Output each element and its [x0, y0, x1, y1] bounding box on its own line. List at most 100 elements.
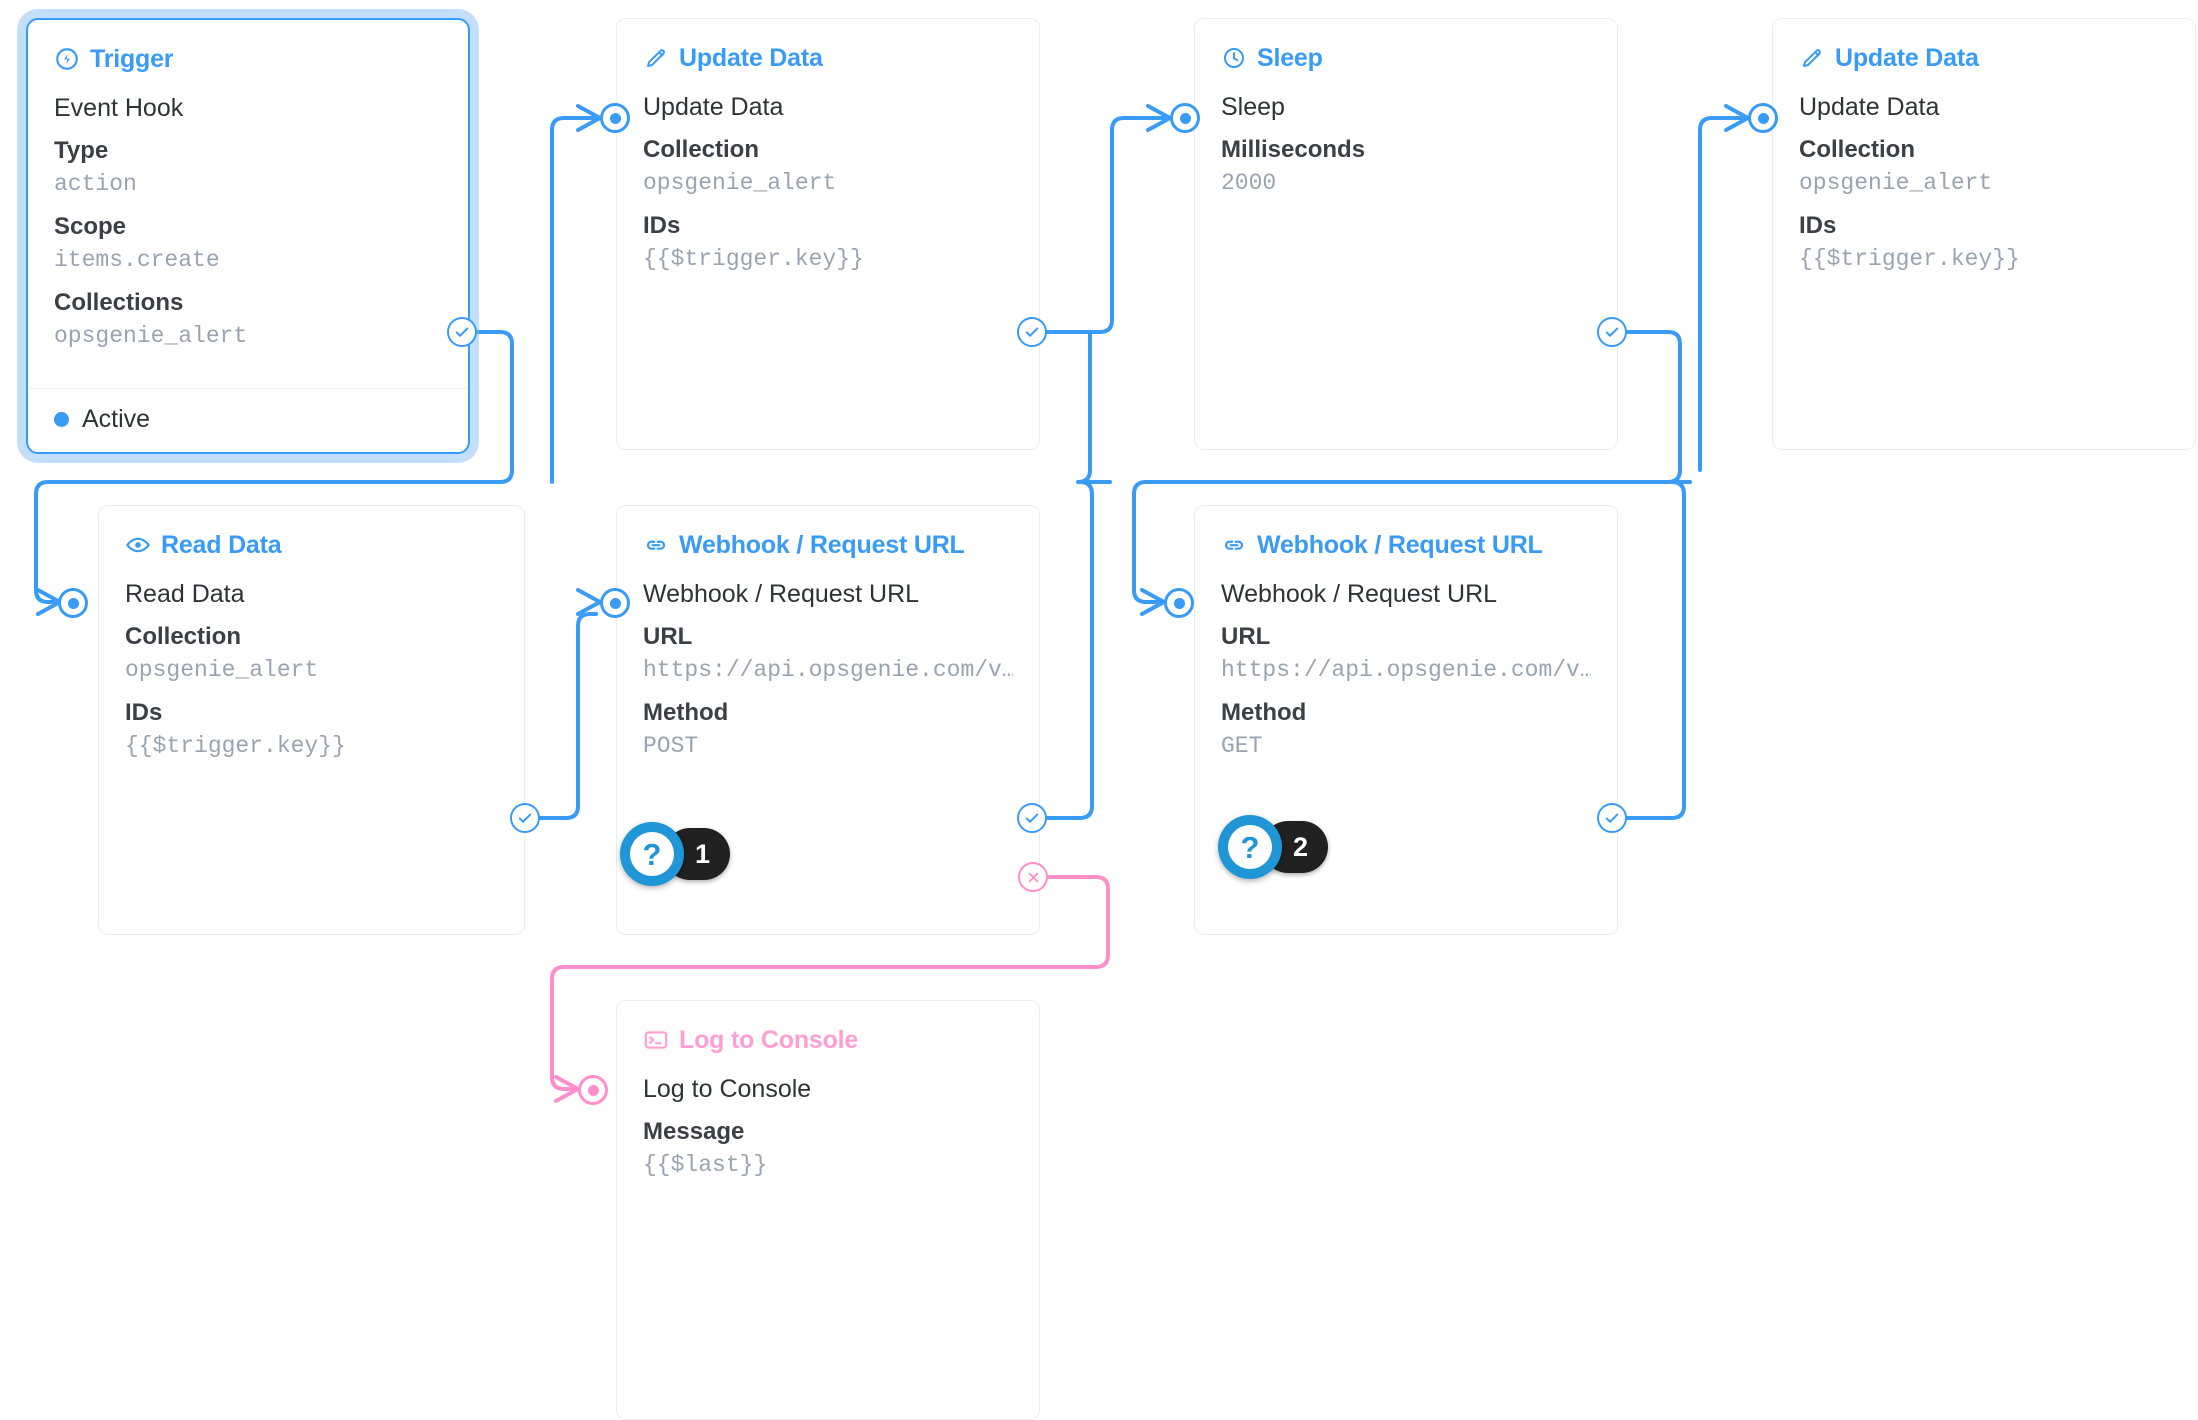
- active-dot-icon: [54, 412, 69, 427]
- resolve-handle-webhook-post[interactable]: [1017, 803, 1047, 833]
- node-update-data-2-header: Update Data: [1773, 19, 2195, 71]
- input-port-update-data-1[interactable]: [600, 103, 630, 133]
- field-url-label: URL: [643, 622, 693, 650]
- field-collections: Collections opsgenie_alert: [54, 287, 442, 352]
- node-sleep-header: Sleep: [1195, 19, 1617, 71]
- field-collection-label: Collection: [643, 135, 760, 163]
- reject-handle-webhook-post[interactable]: [1018, 862, 1048, 892]
- field-ids: IDs {{$trigger.key}}: [1799, 210, 2169, 275]
- node-update-data-1-row-title: Update Data: [643, 93, 784, 121]
- field-url-value: https://api.opsgenie.com/v…: [643, 656, 1013, 683]
- field-collection-value: opsgenie_alert: [643, 169, 837, 196]
- input-port-sleep[interactable]: [1170, 103, 1200, 133]
- field-collection-value: opsgenie_alert: [125, 656, 319, 683]
- input-port-log-to-console[interactable]: [578, 1075, 608, 1105]
- field-collections-label: Collections: [54, 289, 184, 317]
- field-type-label: Type: [54, 136, 109, 164]
- link-icon: [643, 532, 669, 558]
- node-sleep-body: Sleep Milliseconds 2000: [1195, 71, 1617, 199]
- node-webhook-post-row-title: Webhook / Request URL: [643, 580, 920, 608]
- question-mark-icon: ?: [630, 832, 674, 876]
- input-port-read-data[interactable]: [58, 588, 88, 618]
- node-webhook-get-row-title: Webhook / Request URL: [1221, 580, 1498, 608]
- node-log-to-console-title: Log to Console: [679, 1025, 859, 1054]
- node-update-data-1[interactable]: Update Data Update Data Collection opsge…: [616, 18, 1040, 450]
- cursor-badge-1-number: 1: [694, 838, 710, 869]
- resolve-handle-read-data[interactable]: [510, 803, 540, 833]
- node-sleep[interactable]: Sleep Sleep Milliseconds 2000: [1194, 18, 1618, 450]
- status-badge: Active: [28, 388, 468, 452]
- field-collection-label: Collection: [1799, 135, 1916, 163]
- link-icon: [1221, 532, 1247, 558]
- field-collection-value: opsgenie_alert: [1799, 169, 1993, 196]
- node-trigger-title: Trigger: [90, 44, 174, 73]
- eye-icon: [125, 532, 151, 558]
- field-type-value: action: [54, 170, 137, 197]
- field-type: Type action: [54, 135, 442, 200]
- field-ids-value: {{$trigger.key}}: [643, 246, 864, 273]
- node-read-data-title: Read Data: [161, 530, 282, 559]
- node-update-data-2-title: Update Data: [1835, 43, 1979, 72]
- node-webhook-post-header: Webhook / Request URL: [617, 506, 1039, 558]
- node-log-to-console[interactable]: Log to Console Log to Console Message {{…: [616, 1000, 1040, 1420]
- field-milliseconds: Milliseconds 2000: [1221, 134, 1591, 199]
- field-collection-label: Collection: [125, 622, 242, 650]
- field-message-label: Message: [643, 1117, 745, 1145]
- node-log-to-console-body: Log to Console Message {{$last}}: [617, 1053, 1039, 1181]
- field-milliseconds-value: 2000: [1221, 169, 1277, 196]
- field-method: Method GET: [1221, 697, 1591, 762]
- field-ids-label: IDs: [643, 211, 681, 239]
- node-webhook-get-body: Webhook / Request URL URL https://api.op…: [1195, 558, 1617, 762]
- node-log-to-console-row-title: Log to Console: [643, 1075, 812, 1103]
- field-scope: Scope items.create: [54, 211, 442, 276]
- input-port-webhook-get[interactable]: [1164, 588, 1194, 618]
- field-url: URL https://api.opsgenie.com/v…: [643, 621, 1013, 686]
- resolve-handle-trigger[interactable]: [447, 317, 477, 347]
- clock-icon: [1221, 45, 1247, 71]
- field-collections-value: opsgenie_alert: [54, 323, 248, 350]
- node-trigger-header: Trigger: [28, 20, 468, 72]
- field-ids-value: {{$trigger.key}}: [125, 733, 346, 760]
- node-trigger[interactable]: Trigger Event Hook Type action Scope ite…: [26, 18, 470, 454]
- cursor-badge-1-ring: ?: [620, 822, 684, 886]
- field-method-value: GET: [1221, 733, 1263, 760]
- node-trigger-body: Event Hook Type action Scope items.creat…: [28, 72, 468, 352]
- node-read-data[interactable]: Read Data Read Data Collection opsgenie_…: [98, 505, 525, 935]
- field-collection: Collection opsgenie_alert: [125, 621, 498, 686]
- cursor-badge-2-ring: ?: [1218, 815, 1282, 879]
- node-webhook-post-body: Webhook / Request URL URL https://api.op…: [617, 558, 1039, 762]
- field-ids-label: IDs: [125, 698, 163, 726]
- node-webhook-get-title: Webhook / Request URL: [1257, 530, 1543, 559]
- node-webhook-post-title: Webhook / Request URL: [679, 530, 965, 559]
- resolve-handle-sleep[interactable]: [1597, 317, 1627, 347]
- node-webhook-get-header: Webhook / Request URL: [1195, 506, 1617, 558]
- input-port-update-data-2[interactable]: [1748, 103, 1778, 133]
- field-message-value: {{$last}}: [643, 1151, 768, 1178]
- field-ids: IDs {{$trigger.key}}: [643, 210, 1013, 275]
- node-update-data-2-row-title: Update Data: [1799, 93, 1940, 121]
- node-update-data-1-body: Update Data Collection opsgenie_alert ID…: [617, 71, 1039, 275]
- terminal-icon: [643, 1027, 669, 1053]
- pencil-icon: [1799, 45, 1825, 71]
- pencil-icon: [643, 45, 669, 71]
- node-update-data-1-header: Update Data: [617, 19, 1039, 71]
- field-message: Message {{$last}}: [643, 1116, 1013, 1181]
- resolve-handle-update-data-1[interactable]: [1017, 317, 1047, 347]
- field-method-value: POST: [643, 733, 699, 760]
- node-log-to-console-header: Log to Console: [617, 1001, 1039, 1053]
- field-method: Method POST: [643, 697, 1013, 762]
- field-method-label: Method: [1221, 698, 1307, 726]
- node-update-data-2[interactable]: Update Data Update Data Collection opsge…: [1772, 18, 2196, 450]
- field-ids-label: IDs: [1799, 211, 1837, 239]
- field-url-value: https://api.opsgenie.com/v…: [1221, 656, 1591, 683]
- bolt-circle-icon: [54, 46, 80, 72]
- input-port-webhook-post[interactable]: [600, 588, 630, 618]
- field-url-label: URL: [1221, 622, 1271, 650]
- field-ids: IDs {{$trigger.key}}: [125, 697, 498, 762]
- resolve-handle-webhook-get[interactable]: [1597, 803, 1627, 833]
- status-label: Active: [82, 405, 151, 433]
- field-url: URL https://api.opsgenie.com/v…: [1221, 621, 1591, 686]
- node-read-data-header: Read Data: [99, 506, 524, 558]
- field-collection: Collection opsgenie_alert: [1799, 134, 2169, 199]
